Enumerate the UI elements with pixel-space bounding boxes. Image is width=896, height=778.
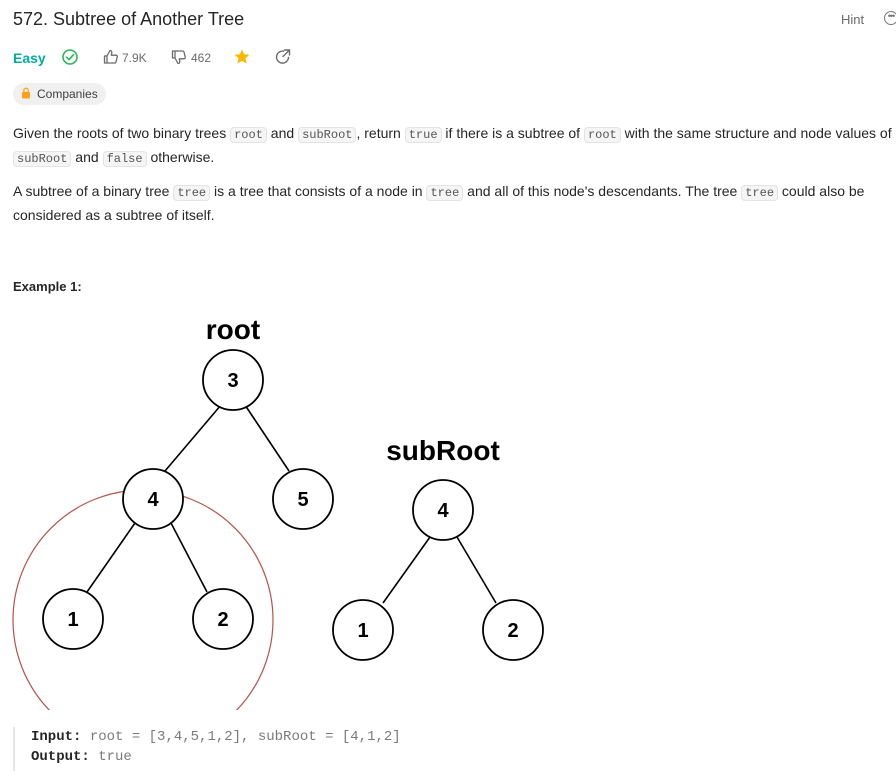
tree-edge xyxy=(164,404,222,472)
output-key: Output: xyxy=(31,749,90,765)
tree-node: 4 xyxy=(122,468,184,530)
tree-node: 1 xyxy=(332,599,394,661)
description-paragraph-1: Given the roots of two binary trees root… xyxy=(13,122,892,170)
description-paragraph-2: A subtree of a binary tree tree is a tre… xyxy=(13,180,864,226)
node-value: 4 xyxy=(437,500,449,522)
lock-icon xyxy=(21,87,31,102)
text: and all of this node's descendants. The … xyxy=(463,183,742,199)
tree-edge xyxy=(86,522,136,593)
tree-node: 3 xyxy=(202,349,264,411)
node-value: 1 xyxy=(357,620,368,642)
text: and xyxy=(71,149,103,165)
like-count: 7.9K xyxy=(122,51,147,65)
share-icon[interactable] xyxy=(274,48,292,71)
example-input-line: Input: root = [3,4,5,1,2], subRoot = [4,… xyxy=(31,727,401,747)
difficulty-badge: Easy xyxy=(13,50,46,66)
node-value: 2 xyxy=(507,620,518,642)
code-tree: tree xyxy=(426,185,464,201)
tree-edge xyxy=(456,536,497,604)
input-value: root = [3,4,5,1,2], subRoot = [4,1,2] xyxy=(89,729,401,745)
subroot-label: subRoot xyxy=(386,435,500,466)
text: , return xyxy=(356,125,405,141)
code-tree: tree xyxy=(741,185,779,201)
example-tree-diagram: root subRoot 3 4 5 1 2 4 1 2 xyxy=(12,314,544,710)
text: Given the roots of two binary trees xyxy=(13,125,231,141)
solved-check-icon xyxy=(61,48,79,71)
text: with the same structure and node values … xyxy=(620,125,892,141)
text: otherwise. xyxy=(146,149,215,165)
root-label: root xyxy=(206,314,260,345)
problem-meta: Easy 7.9K 462 xyxy=(13,48,313,68)
companies-tag[interactable]: Companies xyxy=(13,83,106,105)
tree-node: 5 xyxy=(272,468,334,530)
dislike-count: 462 xyxy=(191,51,212,65)
star-icon[interactable] xyxy=(233,48,251,71)
tree-node: 1 xyxy=(42,588,104,650)
example-io-block: Input: root = [3,4,5,1,2], subRoot = [4,… xyxy=(13,727,401,771)
thumbs-down-icon[interactable] xyxy=(170,48,188,71)
example-output-line: Output: true xyxy=(31,747,401,767)
code-false: false xyxy=(102,151,147,167)
node-value: 2 xyxy=(217,609,228,631)
code-true: true xyxy=(404,127,442,143)
companies-label: Companies xyxy=(37,87,98,101)
node-value: 1 xyxy=(67,609,78,631)
output-value: true xyxy=(98,749,132,765)
text: if there is a subtree of xyxy=(441,125,584,141)
tree-edge xyxy=(244,404,290,472)
example-title: Example 1: xyxy=(13,279,82,294)
text: could also be xyxy=(778,183,865,199)
text: and xyxy=(266,125,299,141)
code-tree: tree xyxy=(173,185,211,201)
node-value: 5 xyxy=(297,489,308,511)
text: is a tree that consists of a node in xyxy=(210,183,427,199)
tree-edge xyxy=(170,522,208,593)
code-root: root xyxy=(583,127,621,143)
thumbs-up-icon[interactable] xyxy=(102,48,120,71)
more-icon[interactable]: ••• xyxy=(884,11,896,25)
problem-title: 572. Subtree of Another Tree xyxy=(13,9,245,29)
code-root: root xyxy=(230,127,267,143)
node-value: 3 xyxy=(227,370,238,392)
tree-node: 2 xyxy=(192,588,254,650)
tree-node: 2 xyxy=(482,599,544,661)
tree-edge xyxy=(382,536,431,604)
code-subroot: subRoot xyxy=(298,127,357,143)
hint-button[interactable]: Hint xyxy=(841,12,865,27)
node-value: 4 xyxy=(147,489,159,511)
input-key: Input: xyxy=(31,729,82,745)
text: A subtree of a binary tree xyxy=(13,183,174,199)
code-subroot: subRoot xyxy=(13,151,72,167)
tree-node: 4 xyxy=(412,479,474,541)
text: considered as a subtree of itself. xyxy=(13,207,215,223)
